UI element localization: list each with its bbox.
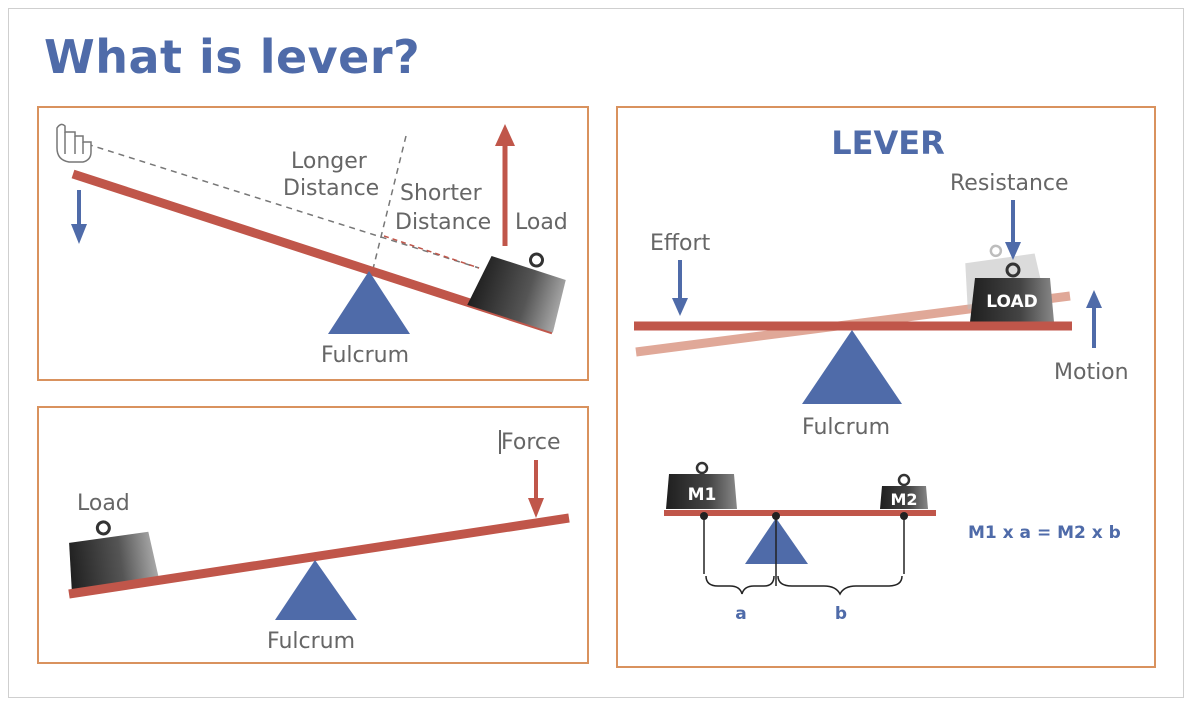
label-fulcrum: Fulcrum — [802, 415, 890, 440]
fulcrum-triangle — [802, 330, 902, 404]
brace-a — [705, 575, 775, 595]
lever-overview-diagram: LEVER LOAD — [634, 124, 1129, 624]
weight-icon: M2 — [880, 473, 928, 509]
label-load: Load — [515, 210, 568, 235]
label-shorter-distance: Distance — [395, 210, 491, 235]
label-b: b — [835, 604, 847, 624]
label-longer: Longer — [291, 149, 368, 174]
panel-lever-force: Load Force Fulcrum — [37, 406, 589, 664]
fulcrum-triangle — [328, 271, 410, 334]
panel-lever-overview: LEVER LOAD — [616, 106, 1156, 668]
divider-dashed-line — [371, 135, 407, 274]
label-fulcrum: Fulcrum — [267, 629, 355, 654]
label-force: Force — [501, 430, 561, 455]
label-a: a — [735, 604, 746, 624]
arrow-down-icon — [1005, 200, 1021, 260]
load-label: LOAD — [986, 292, 1038, 312]
label-resistance: Resistance — [950, 171, 1069, 196]
weight-icon — [69, 520, 159, 591]
weight-icon: M1 — [666, 461, 737, 509]
lever-distance-diagram: Longer Distance Shorter Distance Load Fu… — [56, 123, 568, 368]
distance-dashed-line — [86, 143, 480, 269]
arrow-down-icon — [71, 190, 87, 244]
weight-icon — [467, 252, 566, 333]
lever-beam — [68, 513, 570, 599]
section-heading: LEVER — [831, 124, 945, 162]
arrow-up-icon — [495, 124, 515, 246]
arrow-up-icon — [1086, 290, 1102, 348]
label-motion: Motion — [1054, 360, 1129, 385]
lever-equation: M1 x a = M2 x b — [968, 523, 1121, 543]
label-load: Load — [77, 491, 130, 516]
fulcrum-triangle — [275, 560, 357, 620]
label-effort: Effort — [650, 231, 711, 256]
weight-icon: LOAD — [970, 262, 1054, 322]
label-longer-distance: Distance — [283, 176, 379, 201]
lever-force-diagram: Load Force Fulcrum — [68, 430, 570, 654]
m2-label: M2 — [890, 490, 917, 509]
balance-diagram: M1 M2 a b — [664, 461, 936, 624]
page-title: What is lever? — [44, 30, 421, 84]
brace-b — [777, 575, 903, 596]
label-shorter: Shorter — [400, 181, 483, 206]
panel-lever-distance: Longer Distance Shorter Distance Load Fu… — [37, 106, 589, 381]
label-fulcrum: Fulcrum — [321, 343, 409, 368]
pointing-hand-icon — [56, 123, 92, 163]
m1-label: M1 — [688, 485, 717, 505]
arrow-down-icon — [672, 260, 688, 316]
arrow-down-icon — [528, 460, 544, 518]
short-distance-dashed-line — [383, 235, 480, 269]
